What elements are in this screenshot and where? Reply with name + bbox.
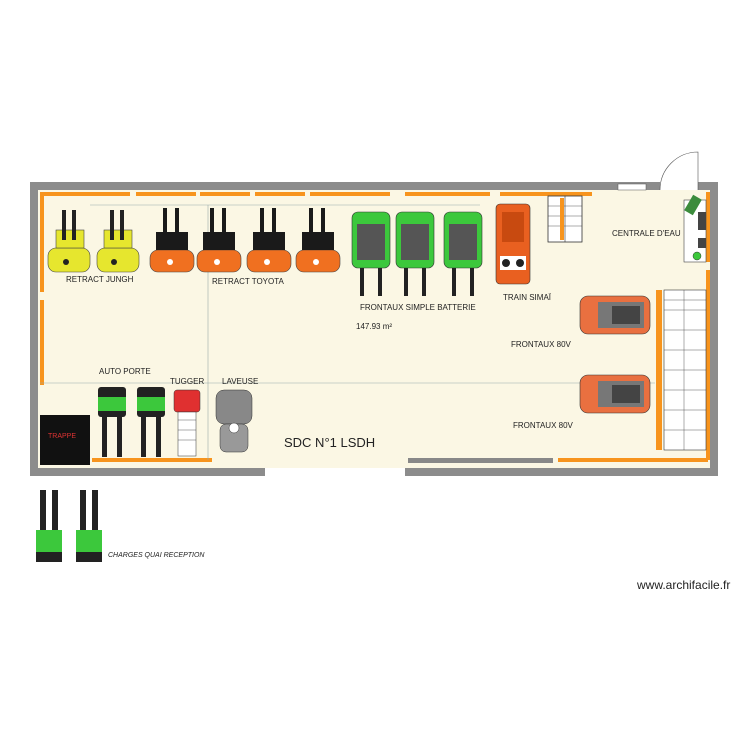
retract-jungh-group bbox=[47, 210, 140, 273]
stairs bbox=[547, 195, 583, 243]
frontaux-80v-2 bbox=[579, 374, 651, 414]
label-charges-quai: CHARGES QUAI RECEPTION bbox=[108, 552, 205, 559]
label-trappe: TRAPPE bbox=[48, 433, 77, 440]
window bbox=[617, 183, 647, 191]
room-area: 147.93 m² bbox=[356, 322, 393, 331]
watermark: www.archifacile.fr bbox=[637, 578, 731, 592]
label-frontaux-80v-2: FRONTAUX 80V bbox=[513, 421, 573, 430]
charges-quai-reception bbox=[36, 490, 102, 562]
frontaux-80v-1 bbox=[579, 295, 651, 335]
bottom-opening bbox=[265, 468, 405, 476]
door-opening bbox=[660, 182, 698, 190]
label-frontaux-simple-batterie: FRONTAUX SIMPLE BATTERIE bbox=[360, 303, 476, 312]
orange-wall-strips bbox=[40, 192, 710, 462]
retract-toyota-group bbox=[149, 208, 341, 273]
trappe-hatch bbox=[40, 415, 90, 465]
centrale-eau bbox=[683, 194, 707, 263]
label-train-simai: TRAIN SIMAÏ bbox=[503, 293, 552, 302]
label-centrale-eau: CENTRALE D'EAU bbox=[612, 229, 681, 238]
train-simai bbox=[495, 203, 531, 285]
bottom-rail bbox=[408, 458, 553, 463]
door-swing bbox=[659, 151, 699, 191]
label-retract-toyota: RETRACT TOYOTA bbox=[212, 277, 284, 286]
plan-title: SDC N°1 LSDH bbox=[284, 435, 376, 450]
label-frontaux-80v-1: FRONTAUX 80V bbox=[511, 340, 571, 349]
racks-right bbox=[656, 289, 707, 451]
frontaux-simple-batterie-group bbox=[351, 211, 483, 296]
auto-porte-group bbox=[98, 387, 165, 457]
label-retract-jungh: RETRACT JUNGH bbox=[66, 275, 134, 284]
laveuse bbox=[215, 389, 253, 453]
label-laveuse: LAVEUSE bbox=[222, 377, 259, 386]
label-auto-porte: AUTO PORTE bbox=[99, 367, 151, 376]
label-tugger: TUGGER bbox=[170, 377, 205, 386]
tugger bbox=[173, 389, 201, 457]
